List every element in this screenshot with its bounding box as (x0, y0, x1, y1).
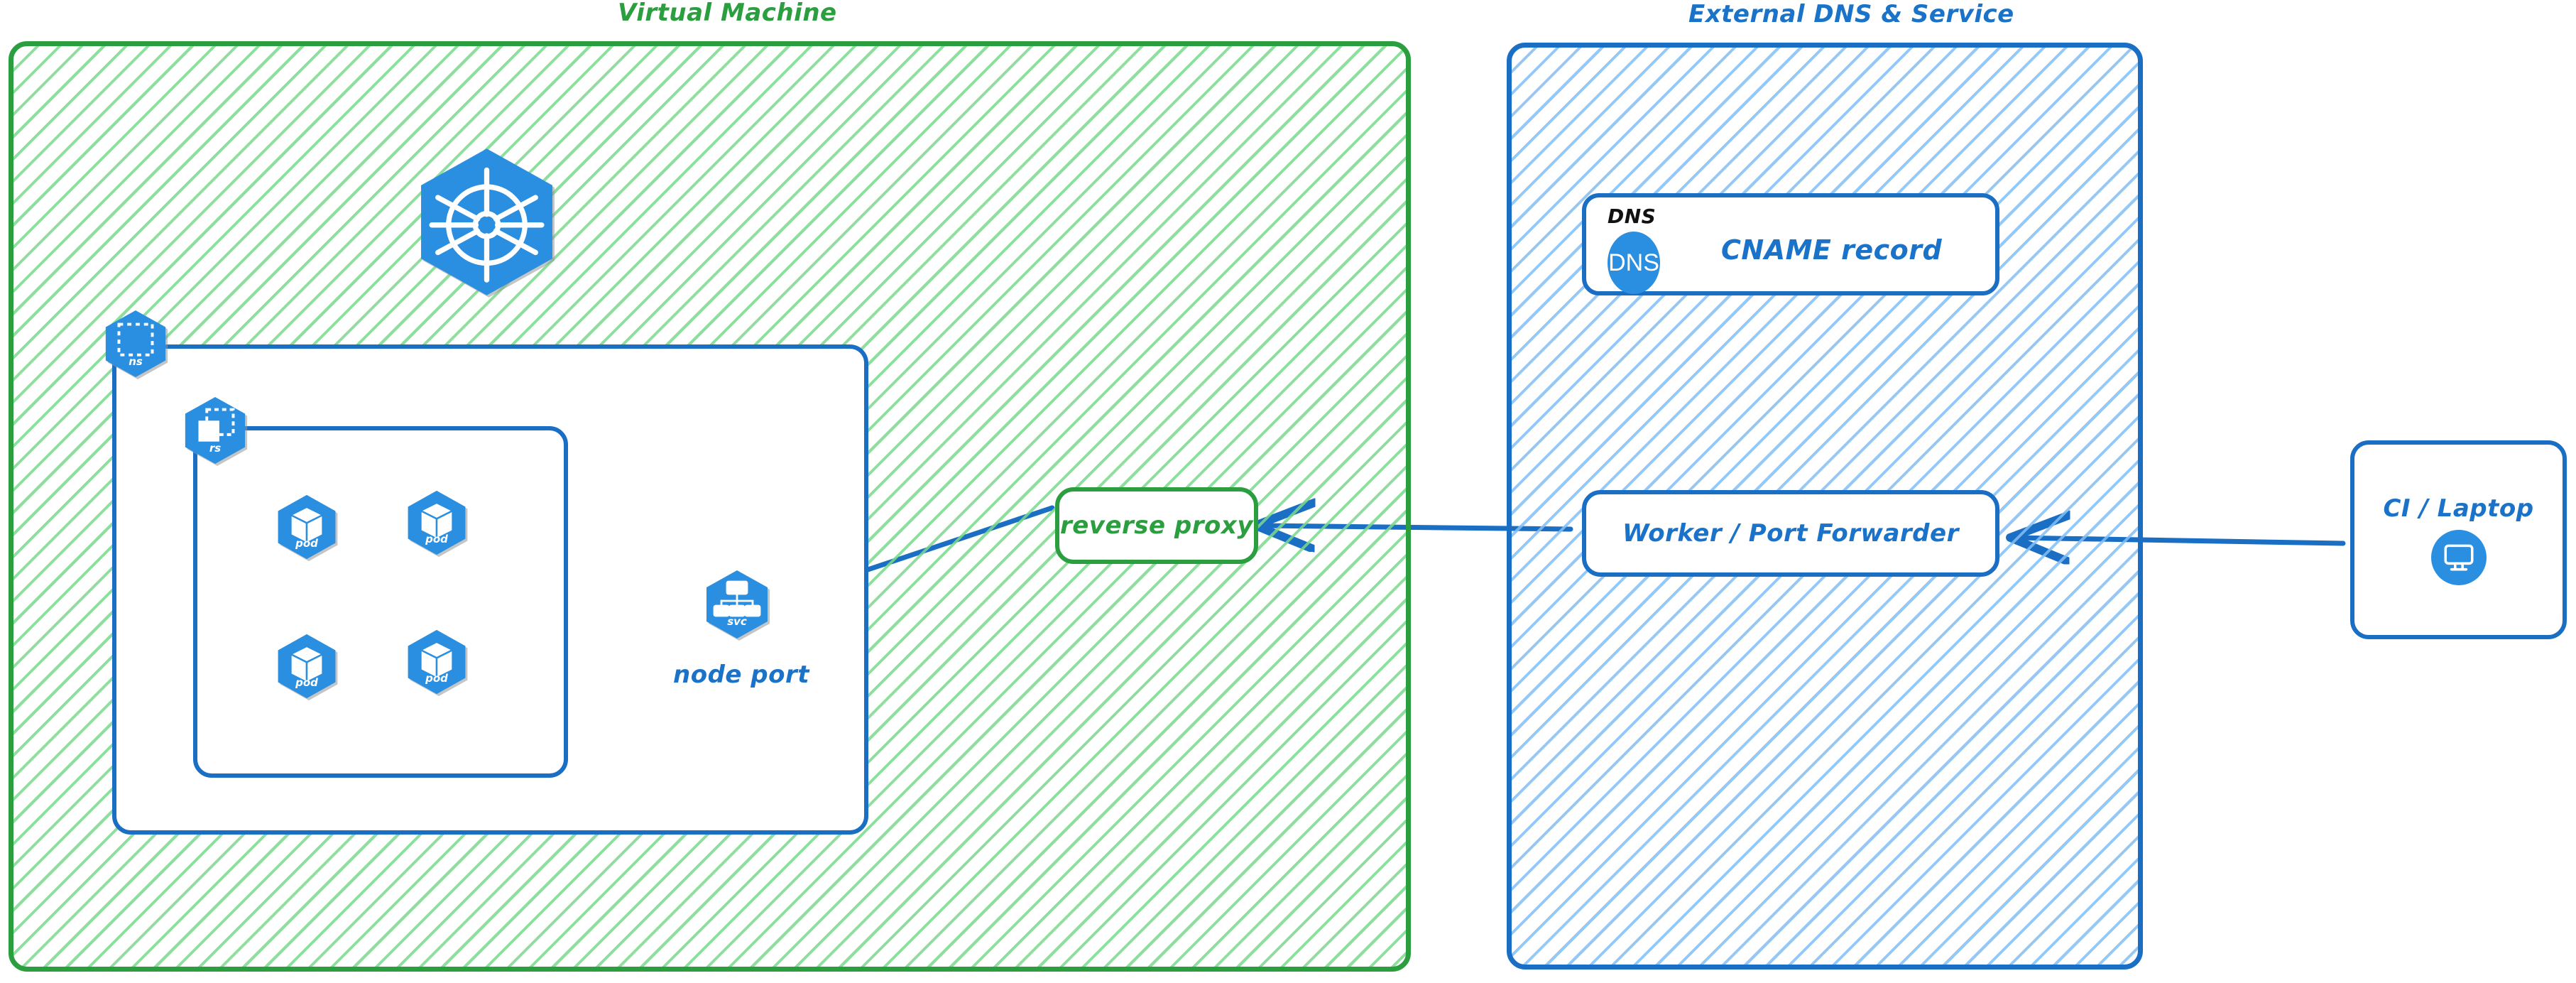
ci-laptop-box[interactable]: CI / Laptop (2350, 440, 2567, 639)
reverse-proxy-label: reverse proxy (1059, 511, 1253, 540)
dns-badge-icon: DNS (1608, 232, 1660, 294)
dns-card[interactable]: DNS DNS CNAME record (1582, 193, 1999, 295)
desktop-monitor-icon (2430, 530, 2487, 585)
dns-card-tag: DNS (1608, 205, 1657, 228)
worker-port-forwarder-box[interactable]: Worker / Port Forwarder (1582, 490, 1999, 577)
k8s-service-icon: svc (702, 568, 773, 641)
k8s-pod-icon-3: pod (273, 632, 340, 700)
node-port-label: node port (673, 661, 810, 689)
k8s-namespace-icon: ns (101, 308, 170, 379)
k8s-pod-icon-2: pod (403, 489, 470, 557)
external-group-title: External DNS & Service (1688, 0, 2014, 28)
k8s-pod-icon-1: pod (273, 493, 340, 561)
cname-record-label: CNAME record (1721, 234, 1943, 266)
k8s-replicaset-icon: rs (180, 395, 250, 466)
ci-laptop-label: CI / Laptop (2383, 494, 2534, 523)
kubernetes-logo-icon (410, 146, 563, 298)
replicaset-box (193, 426, 568, 778)
dns-badge-text: DNS (1608, 249, 1659, 276)
worker-port-forwarder-label: Worker / Port Forwarder (1622, 519, 1959, 548)
reverse-proxy-box[interactable]: reverse proxy (1055, 487, 1258, 564)
k8s-pod-icon-4: pod (403, 628, 470, 696)
vm-group-title: Virtual Machine (618, 0, 837, 27)
